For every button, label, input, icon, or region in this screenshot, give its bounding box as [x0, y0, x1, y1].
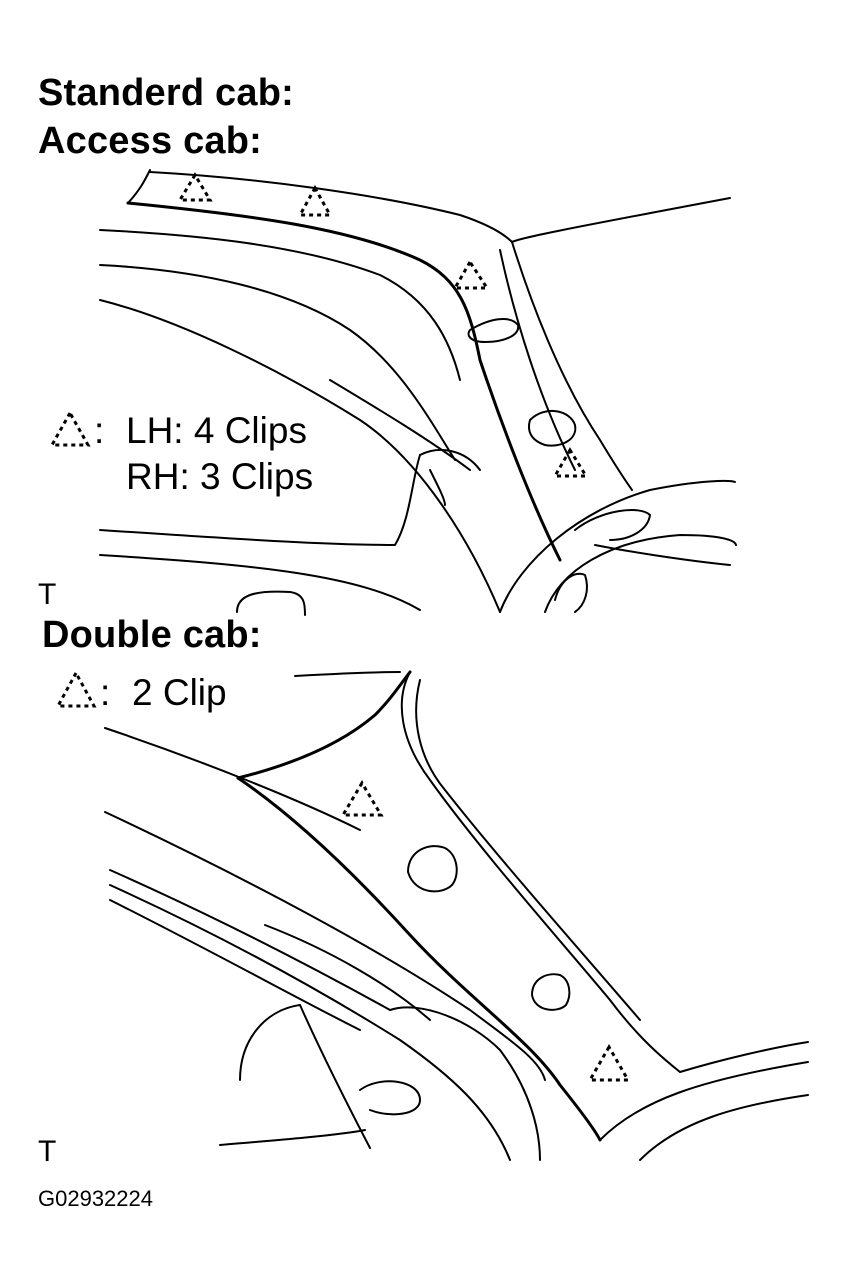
legend-double-cab-clips: 2 Clip: [132, 672, 227, 713]
figure-code: G02932224: [38, 1186, 153, 1211]
legend-rh-clips: RH: 3 Clips: [126, 456, 314, 497]
legend-clip-symbol: [49, 409, 91, 447]
legend-top-separator: :: [94, 410, 105, 451]
legend-bottom-separator: :: [100, 672, 111, 713]
access-cab-heading: Access cab:: [38, 120, 263, 162]
top-illustration-marker: T: [38, 578, 57, 611]
clip-marker: [587, 1043, 631, 1082]
double-cab-heading: Double cab:: [42, 614, 262, 656]
clip-marker: [297, 184, 333, 217]
top-pillar-drawing: [99, 169, 737, 616]
standard-cab-heading: Standerd cab:: [38, 72, 294, 114]
bottom-pillar-drawing: [104, 670, 809, 1161]
legend-lh-clips: LH: 4 Clips: [126, 410, 307, 451]
clip-marker: [340, 780, 384, 817]
legend-clip-symbol: [55, 669, 97, 708]
bottom-illustration-marker: T: [38, 1135, 57, 1168]
clip-marker: [452, 259, 490, 290]
clip-marker: [177, 172, 213, 202]
